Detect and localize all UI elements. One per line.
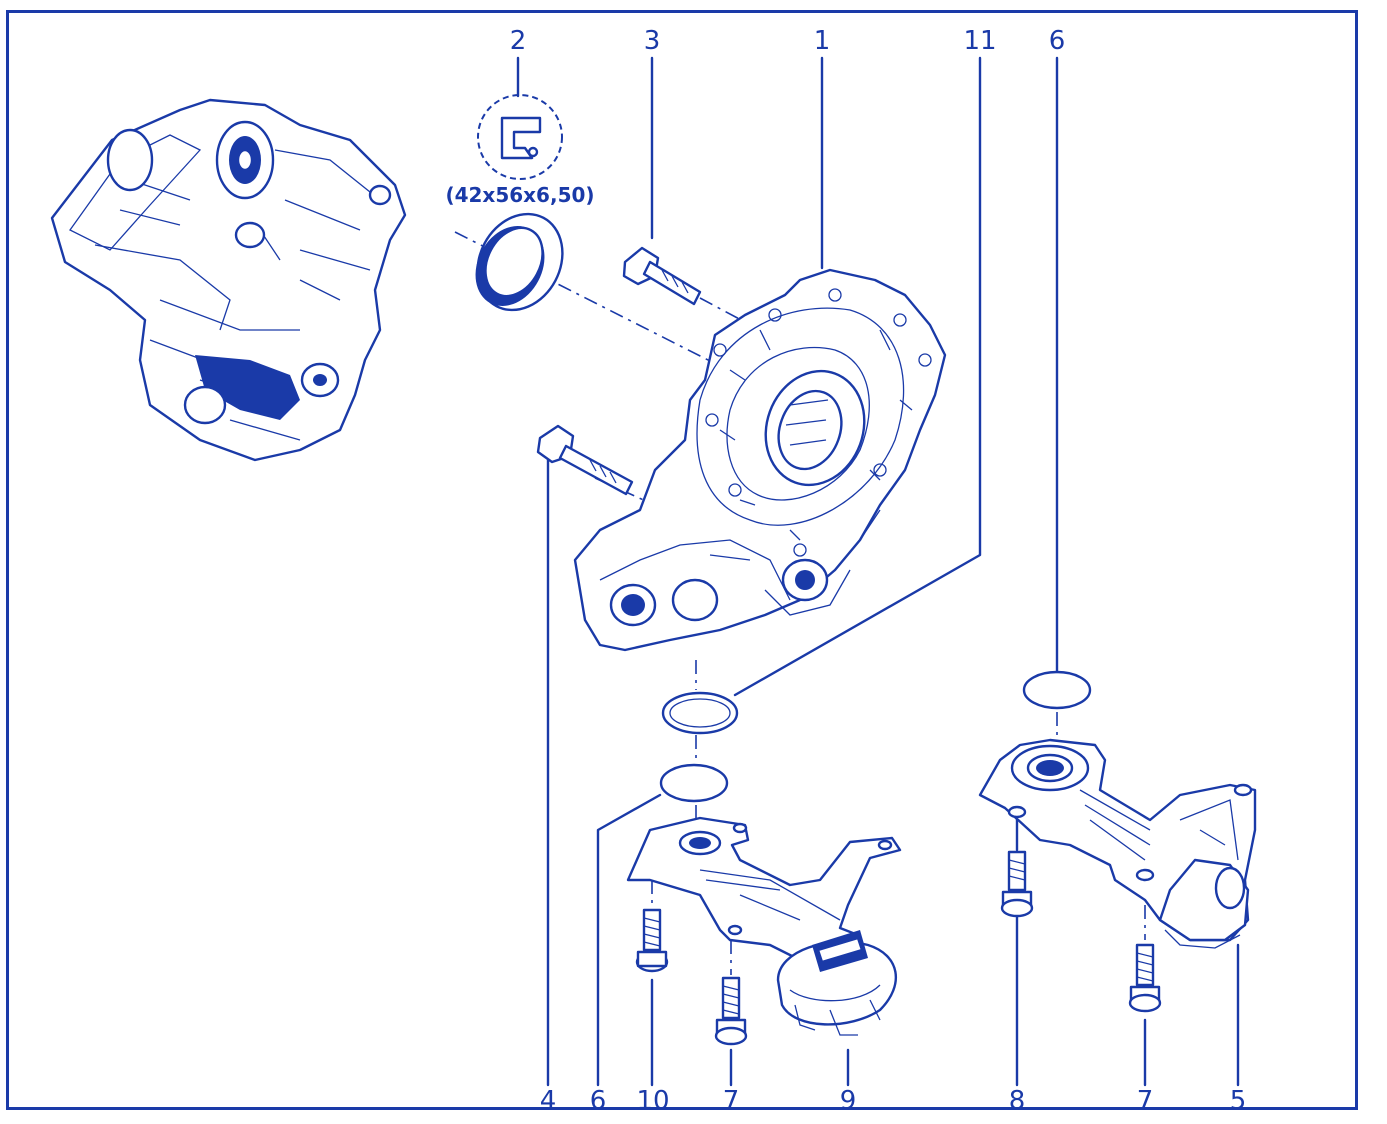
bolt-item-10 — [635, 908, 669, 973]
callout-3: 3 — [643, 26, 661, 56]
oil-pump-body-right — [978, 738, 1257, 949]
callout-8: 8 — [1008, 1086, 1026, 1116]
engine-assembly-illustration — [50, 98, 407, 462]
callout-10: 10 — [636, 1086, 670, 1116]
callout-5: 5 — [1229, 1086, 1247, 1116]
bolt-lower — [536, 424, 634, 496]
callout-7-right: 7 — [1136, 1086, 1154, 1116]
callout-6-bottom: 6 — [589, 1086, 607, 1116]
bolt-upper — [622, 246, 702, 306]
callout-2: 2 — [509, 26, 527, 56]
callout-1: 1 — [813, 26, 831, 56]
o-ring-large — [661, 691, 739, 735]
bolt-item-8 — [1000, 850, 1034, 918]
callout-4: 4 — [539, 1086, 557, 1116]
oil-pickup-strainer-left — [626, 816, 902, 1036]
bolt-item-7-left — [714, 976, 748, 1046]
oil-pump-housing — [573, 268, 947, 652]
o-ring-left — [659, 763, 729, 803]
callout-9: 9 — [839, 1086, 857, 1116]
seal-cross-section-detail — [477, 94, 563, 180]
oil-seal-ring — [475, 212, 564, 312]
callout-7-left: 7 — [722, 1086, 740, 1116]
diagram-frame — [6, 10, 1358, 1110]
callout-11: 11 — [963, 26, 997, 56]
seal-dimensions-label: (42x56x6,50) — [445, 183, 595, 207]
bolt-item-7-right — [1128, 943, 1162, 1013]
leader-lines — [516, 56, 1240, 1087]
o-ring-right — [1022, 670, 1092, 710]
callout-6-top: 6 — [1048, 26, 1066, 56]
